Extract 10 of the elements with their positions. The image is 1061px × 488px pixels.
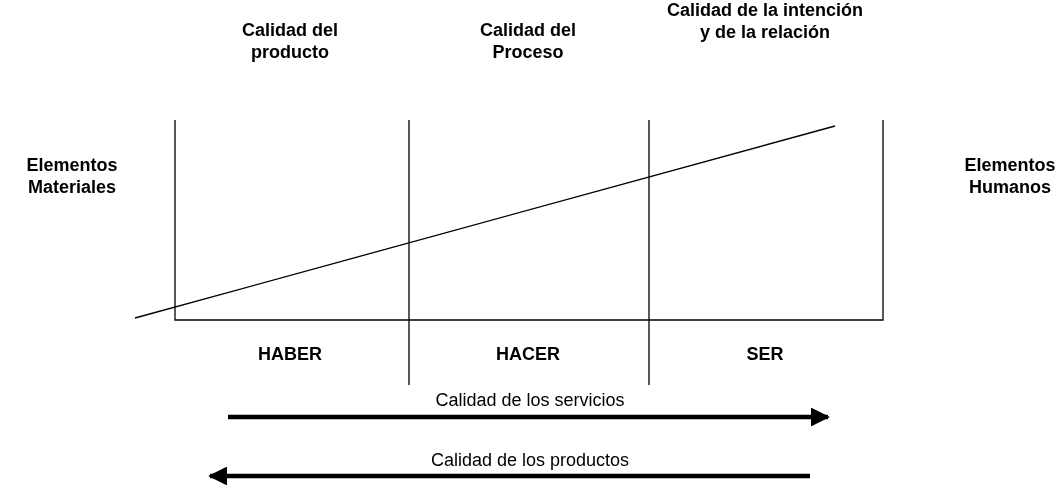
side-label: Elementos Materiales — [25, 155, 119, 199]
column-label: SER — [745, 344, 785, 366]
arrow-label: Calidad de los servicios — [434, 390, 626, 412]
column-label: HACER — [495, 344, 561, 366]
column-heading: Calidad del producto — [241, 20, 339, 64]
column-heading: Calidad del Proceso — [479, 20, 577, 64]
arrow-label: Calidad de los productos — [429, 450, 631, 472]
column-heading: Calidad de la intención y de la relación — [666, 0, 864, 44]
column-label: HABER — [257, 344, 323, 366]
side-label: Elementos Humanos — [963, 155, 1057, 199]
